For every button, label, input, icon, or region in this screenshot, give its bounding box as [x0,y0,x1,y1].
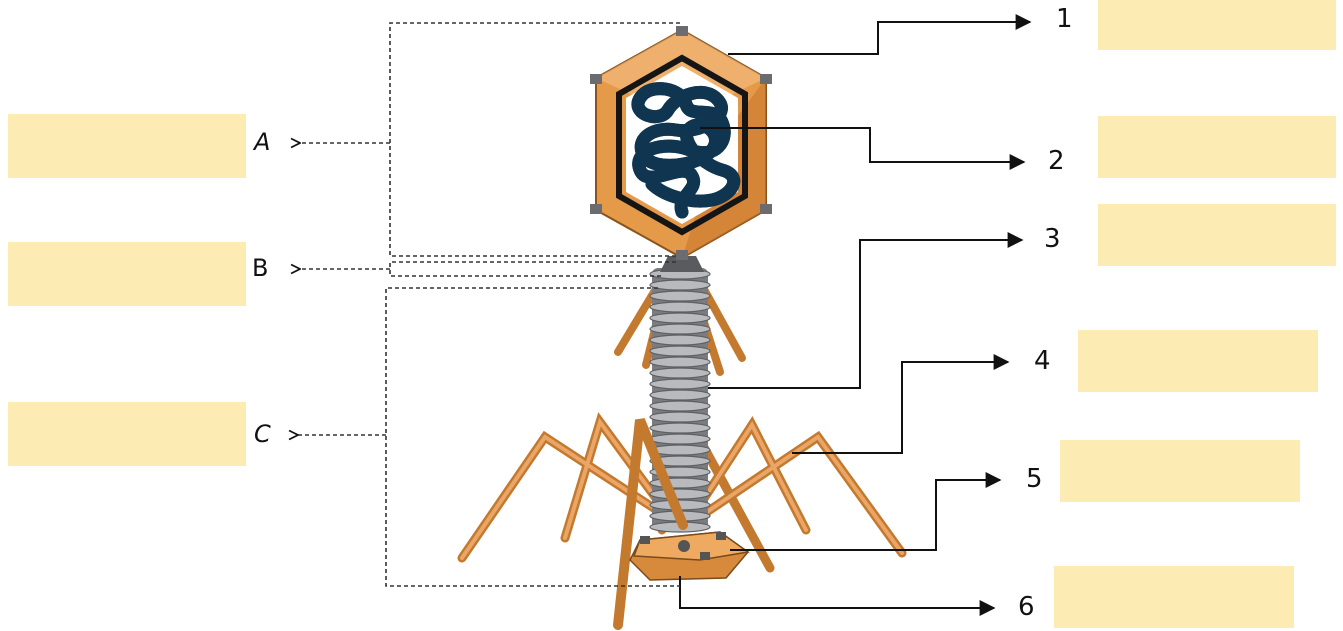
sheath-ring [650,346,710,356]
sheath-ring [650,434,710,444]
label-b: B [252,256,268,280]
sheath-ring [650,489,710,499]
bracket-b [390,262,676,276]
callout-6 [680,576,994,608]
base-plate [630,532,748,580]
label-1: 1 [1056,6,1073,32]
label-a: A [254,130,270,154]
sheath-ring [650,412,710,422]
answer-box-4[interactable] [1078,330,1318,392]
label-c: C [254,422,271,446]
answer-box-3[interactable] [1098,204,1336,266]
sheath-ring [650,280,710,290]
answer-box-6[interactable] [1054,566,1294,628]
sheath-ring [650,401,710,411]
answer-box-2[interactable] [1098,116,1336,178]
sheath-ring [650,390,710,400]
sheath-ring [650,379,710,389]
sheath-ring [650,324,710,334]
sheath-ring [650,368,710,378]
label-2: 2 [1048,148,1065,174]
answer-box-a[interactable] [8,114,246,178]
answer-box-5[interactable] [1060,440,1300,502]
label-6: 6 [1018,594,1035,620]
sheath-ring [650,335,710,345]
sheath-ring [650,313,710,323]
label-3: 3 [1044,226,1061,252]
callout-5 [730,480,1000,550]
answer-box-1[interactable] [1098,0,1336,50]
label-5: 5 [1026,466,1043,492]
answer-box-c[interactable] [8,402,246,466]
sheath-ring [650,291,710,301]
callout-3 [708,240,1022,388]
sheath-ring [650,302,710,312]
tail-sheath [650,268,710,532]
sheath-ring [650,357,710,367]
label-4: 4 [1034,348,1051,374]
answer-box-b[interactable] [8,242,246,306]
sheath-ring [650,423,710,433]
callout-1 [728,22,1030,54]
